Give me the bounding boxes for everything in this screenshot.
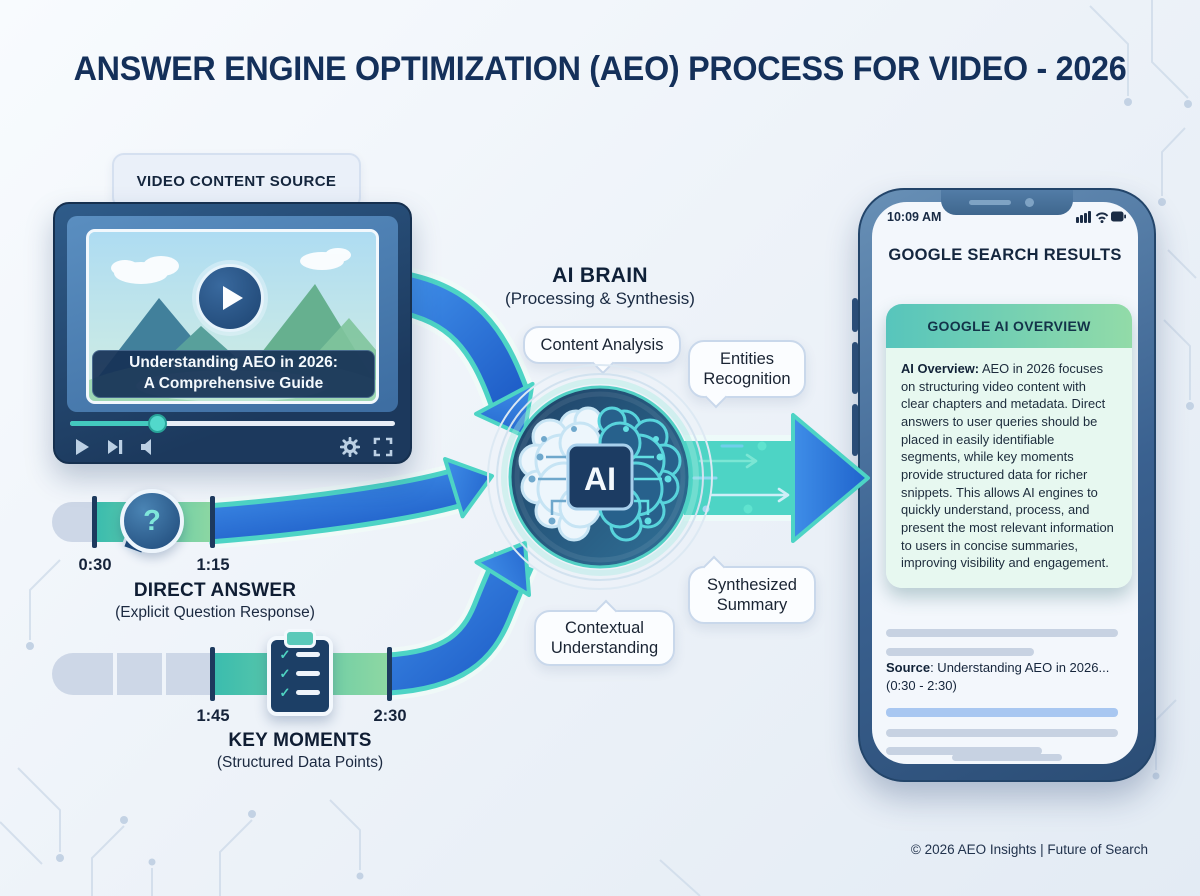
ai-overview-text: AEO in 2026 focuses on structuring video… [901,361,1114,571]
clipboard-clip [284,629,316,648]
source-title: : Understanding AEO in 2026... [930,660,1110,675]
signal-icon [1076,211,1091,223]
fullscreen-icon[interactable] [373,437,393,457]
key-moments-bar-inactive [52,653,113,695]
source-citation: Source: Understanding AEO in 2026... (0:… [886,659,1128,694]
skeleton-line [886,729,1118,737]
arrow-video-to-brain [392,265,536,438]
bubble-synthesized-summary: Synthesized Summary [688,555,816,624]
direct-answer-end-time: 1:15 [196,556,230,574]
check-icon: ✓ [279,685,291,700]
video-title-line2: A Comprehensive Guide [143,375,324,392]
brain-right-circuits [634,455,662,515]
home-indicator [952,754,1062,761]
clipboard-checklist-icon: ✓ ✓ ✓ [267,629,333,716]
settings-gear-icon[interactable] [340,437,360,457]
ai-overview-card-header: GOOGLE AI OVERVIEW [886,304,1132,348]
play-button-circle [196,264,264,332]
play-button[interactable] [192,260,268,336]
bubble-content-analysis: Content Analysis [523,326,681,375]
progress-bar[interactable] [70,421,395,426]
skeleton-link-line [886,708,1118,717]
phone-screen: 10:09 AM GOOGLE SEAR [872,202,1138,764]
footer-credit: © 2026 AEO Insights | Future of Search [910,842,1148,857]
video-content-source-label: VIDEO CONTENT SOURCE [112,153,361,209]
phone-volume-up-button[interactable] [852,342,858,394]
status-icons [1076,210,1126,223]
key-moments-heading: KEY MOMENTS [228,730,372,751]
key-moments-bar-inactive [166,653,211,695]
brain-left-circuits [538,455,566,515]
bubble-content-analysis-label: Content Analysis [540,335,664,354]
source-timerange: (0:30 - 2:30) [886,677,957,693]
arrow-key-moments-to-brain [385,541,538,700]
direct-answer-heading: DIRECT ANSWER [133,580,297,601]
video-title-overlay: Understanding AEO in 2026: A Comprehensi… [92,350,375,398]
progress-knob[interactable] [148,414,167,433]
bubble-entities-recognition: Entities Recognition [688,340,806,409]
timeline-tick [210,647,215,701]
data-stream-decoration [692,441,790,514]
search-results-header: GOOGLE SEARCH RESULTS [888,246,1122,264]
direct-answer-bar-inactive [52,502,95,542]
skeleton-line [886,747,1042,755]
ai-overview-lead: AI Overview: [901,361,980,376]
play-icon [223,286,243,310]
phone-side-button[interactable] [852,298,858,332]
bubble-synthesized-summary-label: Synthesized Summary [707,575,797,614]
source-label: Source [886,660,931,675]
brain-right-lobe [597,406,682,542]
ai-overview-card-body: AI Overview: AEO in 2026 focuses on stru… [886,348,1132,589]
direct-answer-start-time: 0:30 [78,556,112,574]
status-time: 10:09 AM [887,210,942,224]
timeline-tick [387,647,392,701]
ai-chip [566,443,634,511]
ai-brain-heading: AI BRAIN [552,264,648,287]
phone-notch [941,190,1073,215]
bubble-tail [591,351,615,375]
check-icon: ✓ [279,666,291,681]
bubble-contextual-understanding-label: Contextual Understanding [550,618,659,657]
cloud-icon [111,248,351,284]
key-moments-start-time: 1:45 [196,707,230,725]
skip-next-icon[interactable] [105,437,125,457]
skeleton-line [886,629,1118,637]
ai-chip-label: AI [584,461,616,497]
question-mark-glyph: ? [120,489,184,553]
question-bubble-icon: ? [120,489,184,557]
video-title-line1: Understanding AEO in 2026: [129,354,338,372]
key-moments-bar-inactive [117,653,162,695]
phone-camera [1025,198,1034,207]
timeline-tick [210,496,215,548]
key-moments-subheading: (Structured Data Points) [216,754,384,771]
bubble-entities-recognition-label: Entities Recognition [703,349,791,388]
play-control-icon[interactable] [72,437,92,457]
smartphone-mockup: 10:09 AM GOOGLE SEAR [858,188,1156,782]
bubble-contextual-understanding: Contextual Understanding [534,599,675,666]
player-controls [72,435,393,459]
ai-brain-subheading: (Processing & Synthesis) [505,289,695,308]
page-title: ANSWER ENGINE OPTIMIZATION (AEO) PROCESS… [73,50,1127,88]
battery-icon [1111,211,1126,222]
progress-fill [70,421,155,426]
direct-answer-subheading: (Explicit Question Response) [115,604,315,621]
brain-left-lobe [518,406,603,542]
ai-overview-card: GOOGLE AI OVERVIEW AI Overview: AEO in 2… [886,304,1132,589]
phone-speaker [969,200,1011,205]
skeleton-line [886,648,1034,656]
volume-icon[interactable] [138,437,158,457]
key-moments-end-time: 2:30 [373,707,407,725]
check-icon: ✓ [279,647,291,662]
wifi-icon [1095,212,1109,220]
video-player: Understanding AEO in 2026: A Comprehensi… [53,202,412,464]
timeline-tick [92,496,97,548]
